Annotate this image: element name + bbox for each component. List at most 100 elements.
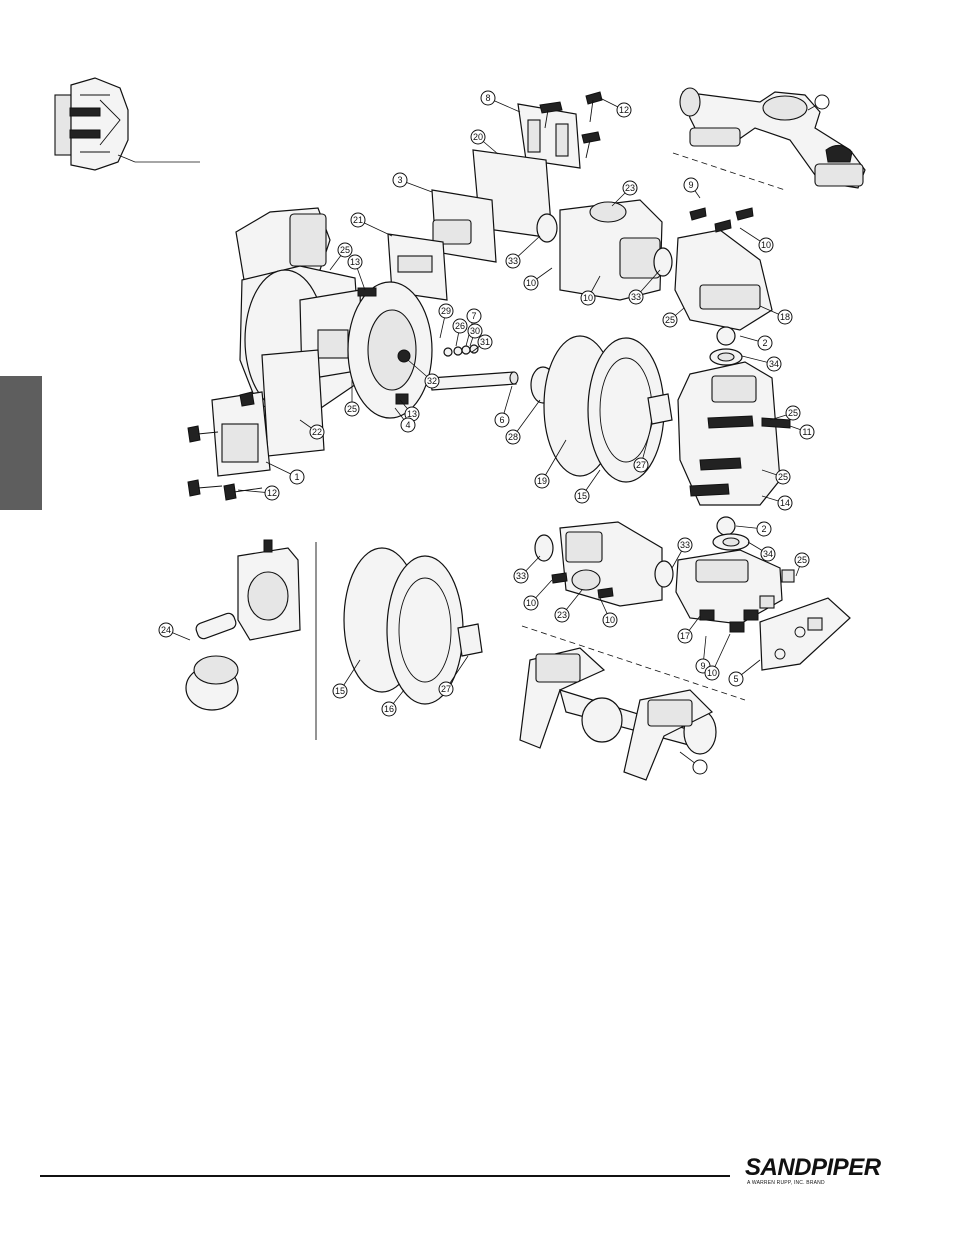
callout-10: 10 [524, 268, 552, 290]
callout-label: 9 [700, 661, 705, 671]
callout-28: 28 [506, 400, 540, 444]
callout-10: 10 [705, 634, 730, 680]
callout-label: 18 [780, 312, 790, 322]
callout-label: 21 [353, 215, 363, 225]
brand-name: SANDPIPER [745, 1154, 881, 1182]
callout-label: 13 [407, 409, 417, 419]
callout-29: 29 [439, 304, 453, 338]
callout-label: 16 [384, 704, 394, 714]
callout-10: 10 [524, 580, 552, 610]
discharge-manifold [673, 88, 865, 190]
callout-circle [693, 760, 707, 774]
callout-24: 24 [159, 623, 190, 640]
callout-label: 6 [499, 415, 504, 425]
callout-label: 2 [762, 338, 767, 348]
center-elbow-upper [537, 200, 672, 300]
callout-12: 12 [600, 98, 631, 117]
callout-8: 8 [481, 91, 520, 112]
callout-label: 25 [340, 245, 350, 255]
callout-14: 14 [762, 496, 792, 510]
center-elbow-lower [535, 522, 673, 606]
callout-label: 24 [161, 625, 171, 635]
callout-label: 27 [636, 460, 646, 470]
callout-33: 33 [514, 556, 540, 583]
callout-unlabeled [680, 752, 707, 774]
callout-23: 23 [555, 590, 582, 622]
callout-circle [815, 95, 829, 109]
callout-6: 6 [495, 386, 512, 427]
footer-rule [40, 1175, 730, 1177]
brand-tagline: A WARREN RUPP, INC. BRAND [747, 1180, 825, 1186]
callout-25: 25 [663, 308, 684, 327]
callout-label: 17 [680, 631, 690, 641]
callout-label: 23 [557, 610, 567, 620]
callout-21: 21 [351, 213, 392, 236]
callout-label: 34 [763, 549, 773, 559]
callout-label: 13 [350, 257, 360, 267]
callout-5: 5 [729, 660, 760, 686]
callout-label: 31 [480, 337, 490, 347]
callout-label: 10 [526, 598, 536, 608]
callout-label: 30 [470, 326, 480, 336]
callout-17: 17 [678, 616, 700, 643]
callout-label: 8 [485, 93, 490, 103]
callout-11: 11 [790, 425, 814, 439]
callout-label: 12 [619, 105, 629, 115]
callout-label: 4 [405, 420, 410, 430]
callout-label: 25 [797, 555, 807, 565]
callout-label: 28 [508, 432, 518, 442]
callout-3: 3 [393, 173, 432, 192]
alternate-diaphragms [344, 548, 482, 704]
callout-label: 25 [347, 404, 357, 414]
callout-label: 33 [680, 540, 690, 550]
callout-label: 33 [516, 571, 526, 581]
diaphragm-assembly [531, 336, 672, 482]
callout-label: 3 [397, 175, 402, 185]
muffler-inset [186, 540, 300, 710]
callout-label: 25 [788, 408, 798, 418]
callout-2: 2 [740, 336, 772, 350]
callout-label: 11 [802, 427, 811, 437]
callout-label: 9 [688, 180, 693, 190]
suction-manifold [520, 648, 716, 780]
callout-label: 7 [471, 311, 476, 321]
callout-label: 33 [631, 292, 641, 302]
callout-label: 26 [455, 321, 465, 331]
callout-label: 25 [778, 472, 788, 482]
callout-label: 15 [577, 491, 587, 501]
callout-16: 16 [382, 690, 404, 716]
callout-label: 10 [583, 293, 593, 303]
callout-26: 26 [453, 319, 467, 346]
callout-label: 10 [707, 668, 717, 678]
callout-label: 12 [267, 488, 277, 498]
callout-label: 10 [526, 278, 536, 288]
callout-label: 2 [761, 524, 766, 534]
callout-15: 15 [333, 660, 360, 698]
callout-label: 1 [294, 472, 299, 482]
shaft [430, 345, 518, 390]
brand-logo: SANDPIPER A WARREN RUPP, INC. BRAND [745, 1150, 905, 1190]
callout-9: 9 [684, 178, 700, 198]
callout-label: 34 [769, 359, 779, 369]
callout-label: 15 [335, 686, 345, 696]
callout-2: 2 [736, 522, 771, 536]
callout-33: 33 [506, 236, 540, 268]
callout-label: 23 [625, 183, 635, 193]
callout-label: 27 [441, 684, 451, 694]
callout-label: 33 [508, 256, 518, 266]
callout-label: 10 [605, 615, 615, 625]
callout-label: 5 [733, 674, 738, 684]
callout-1: 1 [266, 462, 304, 484]
callout-label: 14 [780, 498, 790, 508]
mounting-foot-5 [760, 598, 850, 670]
callout-label: 10 [761, 240, 771, 250]
callout-label: 20 [473, 132, 483, 142]
callout-label: 19 [537, 476, 547, 486]
callout-label: 22 [312, 427, 322, 437]
callout-25: 25 [795, 553, 809, 576]
callout-label: 29 [441, 306, 451, 316]
elbow-inlet-18 [675, 208, 772, 330]
callout-label: 32 [427, 376, 437, 386]
callout-label: 25 [665, 315, 675, 325]
